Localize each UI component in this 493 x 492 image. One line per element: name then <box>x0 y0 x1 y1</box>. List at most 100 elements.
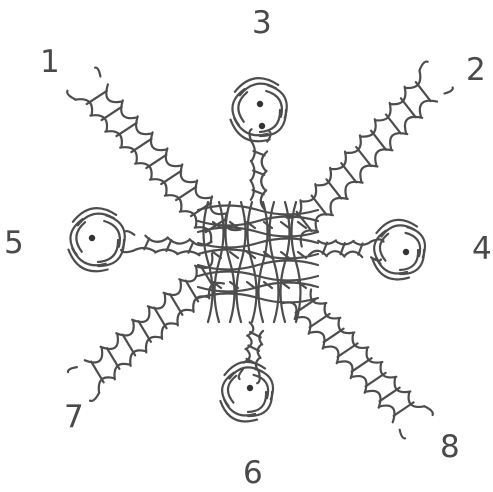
braid-link <box>338 361 353 378</box>
braid-tick <box>394 402 414 416</box>
hub-strand <box>215 202 224 322</box>
braid-link <box>151 132 166 150</box>
braid-tick <box>91 362 103 383</box>
braid-tick <box>356 147 371 166</box>
braid-link <box>390 133 407 149</box>
knot-loop <box>407 227 425 257</box>
braid-link <box>181 164 196 182</box>
knot-loop <box>380 234 388 261</box>
label-3: 3 <box>252 5 272 41</box>
braid-link <box>405 117 422 133</box>
braid-tick <box>131 139 151 152</box>
braid-link <box>148 294 165 308</box>
knot-center-dot <box>259 123 265 129</box>
braid-end <box>424 406 432 415</box>
braid-tick <box>107 348 120 369</box>
braid-tick <box>102 107 122 120</box>
braid-link <box>166 148 181 166</box>
braid-end <box>420 62 428 71</box>
knot-loop <box>98 240 118 262</box>
braid-tick <box>123 335 135 356</box>
knot-loop <box>248 392 266 412</box>
label-5: 5 <box>4 225 24 261</box>
label-6: 6 <box>243 455 263 491</box>
label-2: 2 <box>466 52 486 88</box>
braid-link <box>352 376 367 393</box>
knot-loop <box>255 369 273 399</box>
braid-tick <box>310 314 330 328</box>
knot-loop <box>106 215 125 248</box>
braid-tick <box>371 131 386 150</box>
braid-link <box>136 116 151 134</box>
braid-tick <box>87 91 107 104</box>
hub-strand <box>248 202 257 322</box>
braid-link <box>296 317 311 334</box>
braid-link <box>179 267 196 281</box>
braid-end <box>90 393 99 401</box>
braid-tick <box>146 155 166 168</box>
hub-tick <box>230 252 238 258</box>
braid-tick <box>386 115 401 134</box>
braid-tick <box>154 308 166 329</box>
knot-center-dot <box>257 101 263 107</box>
braid-end <box>125 231 135 235</box>
knot-loop <box>238 92 247 122</box>
braid-tick <box>191 203 211 216</box>
braid-tick <box>352 358 372 372</box>
braid-link <box>106 84 121 102</box>
braid-arm-1 <box>67 68 240 243</box>
knot-center-dot <box>403 249 409 255</box>
hub-tick <box>247 282 255 288</box>
braid-link <box>116 321 133 335</box>
hub-strand <box>237 202 246 322</box>
braid-arm-8 <box>282 290 433 439</box>
braid-link <box>101 335 118 349</box>
braid-tick <box>327 179 342 198</box>
label-1: 1 <box>40 44 60 80</box>
braid-link <box>380 406 395 423</box>
braid-tick <box>380 388 400 402</box>
braid-tick <box>366 373 386 387</box>
braid-tick <box>138 321 151 342</box>
braid-link <box>85 348 102 362</box>
braid-end <box>68 367 77 372</box>
braid-tick <box>338 343 358 357</box>
braid-tick <box>161 171 181 184</box>
hub-tick <box>281 222 289 228</box>
knot-loop <box>228 376 236 403</box>
knot-loop <box>76 222 85 252</box>
braid-link <box>375 149 392 165</box>
hub-strand <box>226 202 235 322</box>
braid-link <box>324 347 339 364</box>
braid-link <box>366 391 381 408</box>
label-8: 8 <box>440 429 460 465</box>
braid-link <box>164 281 181 295</box>
label-7: 7 <box>64 399 84 435</box>
braid-tick <box>176 187 196 200</box>
braid-link <box>196 180 211 198</box>
knot-arm-4 <box>309 220 425 280</box>
braid-tick <box>170 294 183 315</box>
braid-tick <box>401 98 416 117</box>
braid-end <box>95 68 100 77</box>
knot-loop <box>268 85 287 118</box>
knot-arm-6 <box>220 322 273 421</box>
label-4: 4 <box>472 231 492 267</box>
knot-arm-5 <box>69 208 212 271</box>
braid-tick <box>324 329 344 343</box>
braid-tick <box>117 123 137 136</box>
braid-link <box>345 182 362 198</box>
braid-end <box>445 88 453 94</box>
braid-link <box>310 332 325 349</box>
braid-link <box>331 198 348 214</box>
braid-link <box>121 100 136 118</box>
braid-link <box>360 166 377 182</box>
braid-link <box>420 101 437 117</box>
braid-tick <box>341 163 356 182</box>
knot-arm-3 <box>231 78 287 210</box>
knot-center-dot <box>89 235 95 241</box>
braid-link <box>316 214 333 230</box>
braid-tick <box>186 281 198 302</box>
braid-end <box>67 91 75 100</box>
